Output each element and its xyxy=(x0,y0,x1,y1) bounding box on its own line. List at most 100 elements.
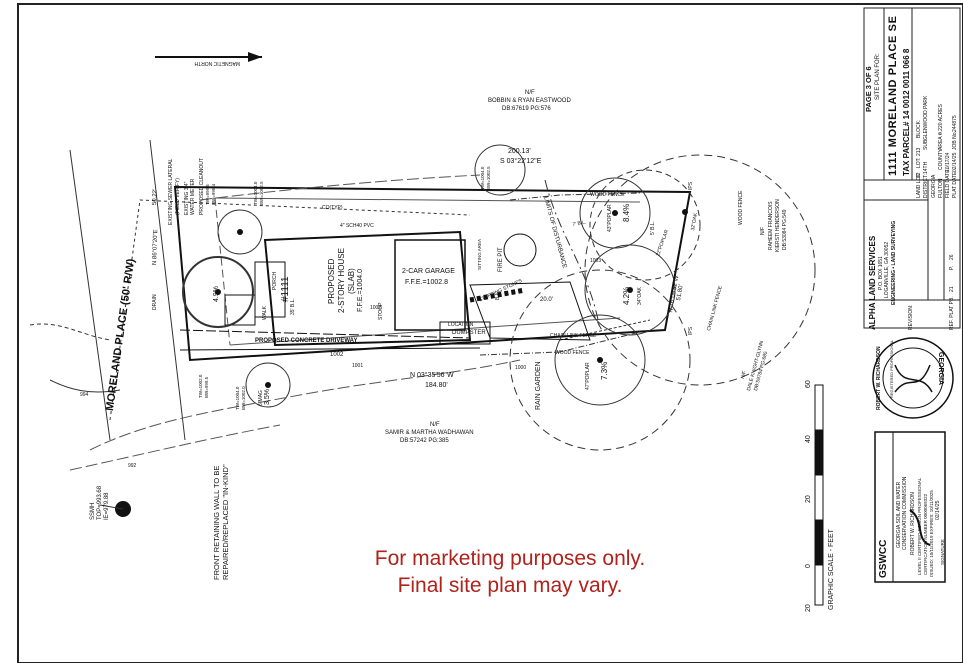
tree-value-6: 3.5% xyxy=(264,389,271,405)
tree-label-4: 34"OAK xyxy=(637,287,643,305)
porch xyxy=(254,261,286,318)
tree-value-1: 8.4% xyxy=(622,203,631,222)
street-lines xyxy=(29,139,186,441)
page-label: PAGE 3 OF 6 xyxy=(864,66,873,112)
dumpster-pre: LOCATION xyxy=(448,322,474,328)
district-value: 14TH xyxy=(923,161,929,174)
ref-plat-pb: 21 xyxy=(949,286,955,292)
patio-area xyxy=(469,233,591,341)
state: GEORGIA xyxy=(931,174,937,198)
scale-tick-20a: 20 xyxy=(805,604,812,612)
rain-garden-label: RAIN GARDEN xyxy=(535,361,542,410)
wood-fence-3: WOOD FENCE xyxy=(738,190,744,225)
scale-tick-60: 60 xyxy=(805,380,812,388)
fire-pit-label: FIRE PIT xyxy=(498,247,504,272)
job-no-value: 244875 xyxy=(952,115,958,132)
title-block xyxy=(863,7,961,329)
bw-2: BW=1002.5 xyxy=(486,166,491,190)
contour-1000: 1000 xyxy=(515,365,527,371)
house-ffe: F.F.E.=1004.0 xyxy=(357,268,364,312)
nf-bottom: N/F xyxy=(430,422,440,428)
field-date-value: 10/17/24 xyxy=(945,152,951,172)
gswcc-cert: CERTIFICATION NUMBER 0000069322 xyxy=(923,493,928,575)
block-label: BLOCK: xyxy=(916,119,922,138)
house-label-2: 2-STORY HOUSE xyxy=(337,248,346,313)
gswcc-date: 02/14/25 xyxy=(935,500,941,520)
tree-value-4: 4.2% xyxy=(622,286,631,305)
contour-1003: 1003 xyxy=(590,258,602,264)
bw-1: BW=1002.5 xyxy=(259,181,264,205)
seal-top-text: GEORGIA xyxy=(937,352,944,386)
owner-bottom: SAMIR & MARTHA WADHAWAN xyxy=(385,430,474,436)
distance-left: 50.22' xyxy=(152,188,159,206)
contour-1001: 1001 xyxy=(352,363,364,369)
district-label: DISTRICT: xyxy=(923,174,929,198)
site-plan-for: SITE PLAN FOR: xyxy=(875,53,881,100)
distance-top: 200.13' xyxy=(508,148,531,155)
tree-label-1: 43"POPLAR xyxy=(607,204,613,232)
plat-date-value: 02/14/25 xyxy=(952,152,958,172)
tree-markers xyxy=(215,209,688,388)
plat-date-label: PLAT DATE: xyxy=(952,170,958,198)
tw-2: TW=1004.0 xyxy=(480,166,485,190)
wood-fence-2: WOOD FENCE xyxy=(555,350,590,356)
nf-right: N/F xyxy=(760,226,766,235)
contour-1002: 1002 xyxy=(370,305,382,311)
scale-tick-40: 40 xyxy=(805,435,812,443)
graphic-scale xyxy=(814,384,824,606)
ssmh-top: TOP=993.68 xyxy=(97,485,103,520)
tree-label-5: 47"POPLAR xyxy=(585,362,591,390)
address-title: 1111 MORELAND PLACE SE xyxy=(887,15,899,176)
wood-fence-1: WOOD FENCE xyxy=(590,192,625,198)
nf-top: N/F xyxy=(525,90,535,96)
limits-of-disturbance xyxy=(544,179,601,331)
revision-label: REVISION: xyxy=(908,304,914,330)
dumpster-pad xyxy=(439,321,491,345)
north-arrow xyxy=(155,52,262,62)
tree-value-5: 7.3% xyxy=(600,361,609,380)
gswcc-level: LEVEL II CERTIFIED DESIGN PROFESSIONAL xyxy=(917,477,922,575)
bearing-bottom: N 03°35'56"W xyxy=(410,372,454,379)
ssmh-label: SSMH xyxy=(90,502,96,520)
driveway-elevation: 1002 xyxy=(330,352,344,358)
ips-2: IPS xyxy=(688,326,694,335)
tw-3: TW=1004.0 xyxy=(235,386,240,410)
lot-boundary-inner xyxy=(214,197,641,346)
driveway-label: PROPOSED CONCRETE DRIVEWAY xyxy=(255,338,358,344)
company-city: LOGANVILLE, GA 30052 xyxy=(884,241,890,298)
bl-35: 35' B.L. xyxy=(290,298,296,315)
bl-5: 5' B.L. xyxy=(650,220,656,235)
contour-994: 994 xyxy=(80,392,89,398)
seal-center-text: REGISTERED PROFESSIONAL xyxy=(889,339,894,398)
gswcc-badge: GSWCC xyxy=(878,539,889,578)
ips-1: IPS xyxy=(688,181,694,190)
scale-tick-20: 20 xyxy=(805,495,812,503)
sheet-border xyxy=(17,3,963,663)
sub-label: SUB: xyxy=(923,138,929,150)
retaining-wall-label-1: FRONT RETAINING WALL TO BE xyxy=(212,465,221,580)
sitting-area-label: SITTING AREA xyxy=(477,238,482,270)
cleanout-typ-label: CO(TYP) xyxy=(322,205,343,211)
scale-label: GRAPHIC SCALE - FEET xyxy=(828,529,835,610)
magnetic-north-label: MAGNETIC NORTH xyxy=(194,60,240,66)
owner-bottom-db: DB:57242 PG:385 xyxy=(400,438,449,444)
garage-ffe: F.F.E.=1002.8 xyxy=(405,279,449,286)
engineer-seal xyxy=(872,337,954,419)
chain-fence-1: CHAIN LINK FENCE xyxy=(550,333,597,339)
bearing-left: N 86°07'20"E xyxy=(152,229,160,266)
owner-right2: KIERSTI HENDERSON xyxy=(775,199,781,252)
area-value: 0.220 ACRES xyxy=(938,104,944,135)
walk xyxy=(224,294,256,326)
tw-5: TW=999.5 xyxy=(205,184,210,205)
proposed-house xyxy=(263,230,472,347)
gswcc-issued: ISSUED: 10/11/2019 EXPIRES: 10/11/2025 xyxy=(929,490,934,577)
company-services: ENGINEERING • LAND SURVEYING xyxy=(891,220,897,305)
scale-tick-0: 0 xyxy=(805,564,812,568)
bl-other: B.L. xyxy=(495,291,501,300)
bearing-top: S 03°22'12"E xyxy=(500,158,542,165)
owner-right-db: DB:53084 PG:549 xyxy=(782,209,788,250)
drain-label: DRAIN xyxy=(152,294,158,310)
field-date-label: FIELD DATE: xyxy=(945,168,951,198)
company-name: ALPHA LAND SERVICES xyxy=(868,235,877,330)
